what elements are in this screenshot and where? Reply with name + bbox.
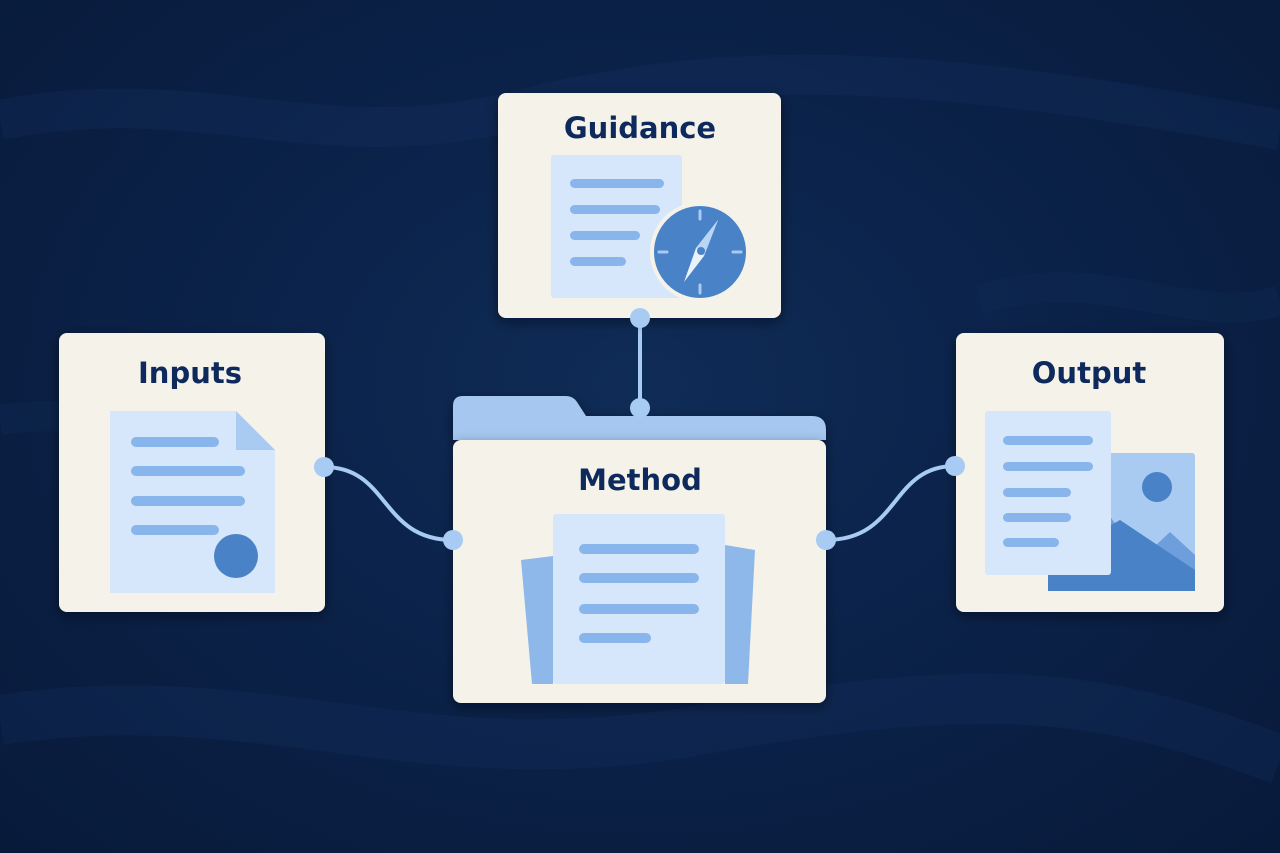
guidance-title: Guidance: [564, 111, 716, 145]
output-title: Output: [1032, 356, 1147, 390]
edge-method-output: [825, 464, 956, 542]
document-with-image-icon: [985, 411, 1195, 591]
compass-document-icon: [551, 155, 750, 302]
inputs-title: Inputs: [138, 356, 242, 390]
method-node: Method: [453, 396, 826, 703]
port-method-in-top: [630, 398, 650, 418]
guidance-node: Guidance: [498, 93, 781, 318]
output-node: Output: [956, 333, 1224, 612]
port-inputs-out: [314, 457, 334, 477]
folder-back: [453, 396, 826, 440]
connectors: [323, 318, 956, 542]
folder-with-document-icon: [521, 514, 755, 684]
port-method-out-right: [816, 530, 836, 550]
port-output-in: [945, 456, 965, 476]
edge-inputs-method: [323, 465, 454, 542]
inputs-node: Inputs: [59, 333, 325, 612]
port-guidance-out: [630, 308, 650, 328]
connector-dots: [314, 308, 965, 550]
method-title: Method: [578, 463, 702, 497]
port-method-in-left: [443, 530, 463, 550]
document-with-seal-icon: [110, 411, 275, 593]
